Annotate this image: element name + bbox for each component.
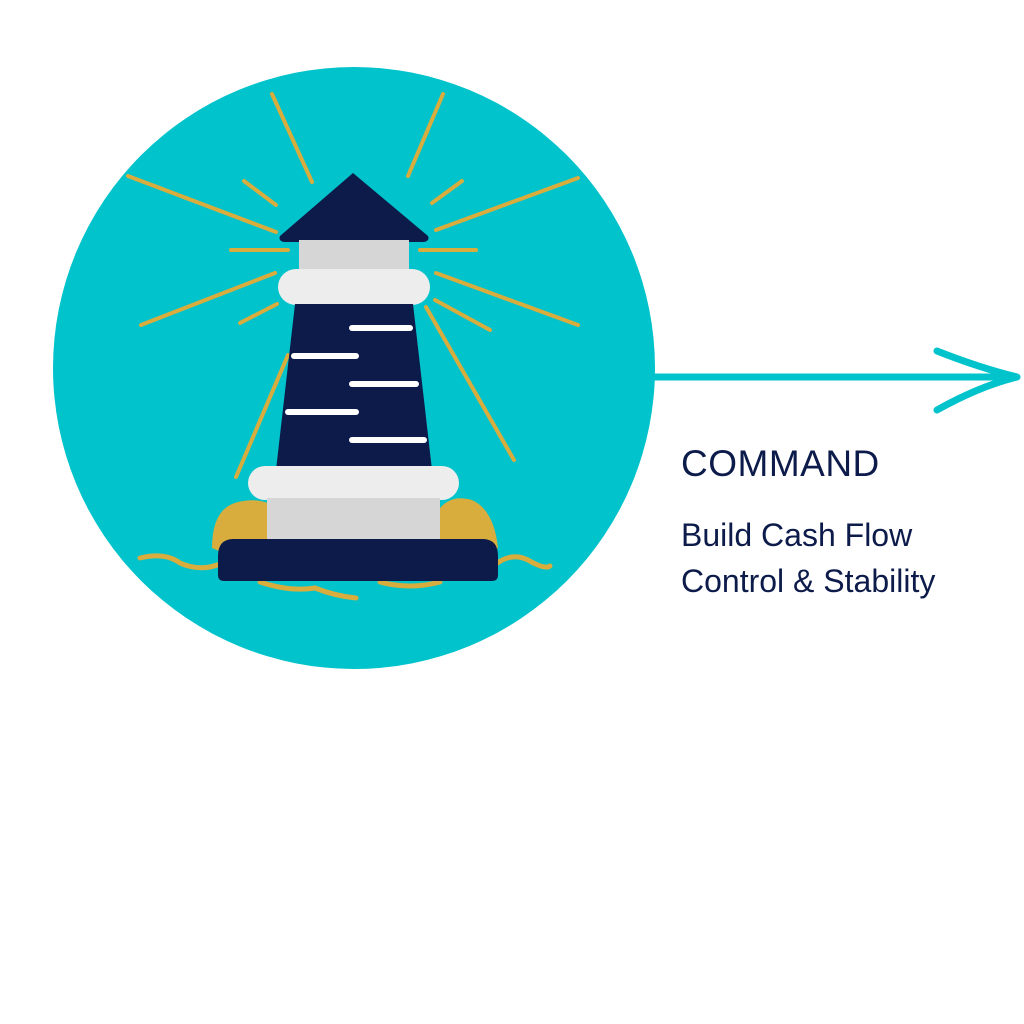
stage-description: Build Cash Flow Control & Stability xyxy=(681,512,935,604)
lighthouse-foundation xyxy=(218,539,498,581)
waves xyxy=(257,579,359,601)
lighthouse-icon xyxy=(126,92,580,601)
arrow-right-icon xyxy=(646,347,1021,414)
waves xyxy=(137,553,223,571)
upper-gallery xyxy=(278,269,430,305)
light-rays xyxy=(126,92,580,479)
tower-stripes xyxy=(285,325,427,443)
lighthouse-base xyxy=(267,498,440,542)
waves xyxy=(377,579,443,589)
stage-heading: COMMAND xyxy=(681,443,880,484)
description-line: Build Cash Flow xyxy=(681,517,913,553)
description-line: Control & Stability xyxy=(681,563,936,599)
lantern-room xyxy=(299,240,409,272)
lighthouse-roof xyxy=(279,173,429,242)
waves xyxy=(493,554,553,570)
lower-gallery xyxy=(248,466,459,500)
